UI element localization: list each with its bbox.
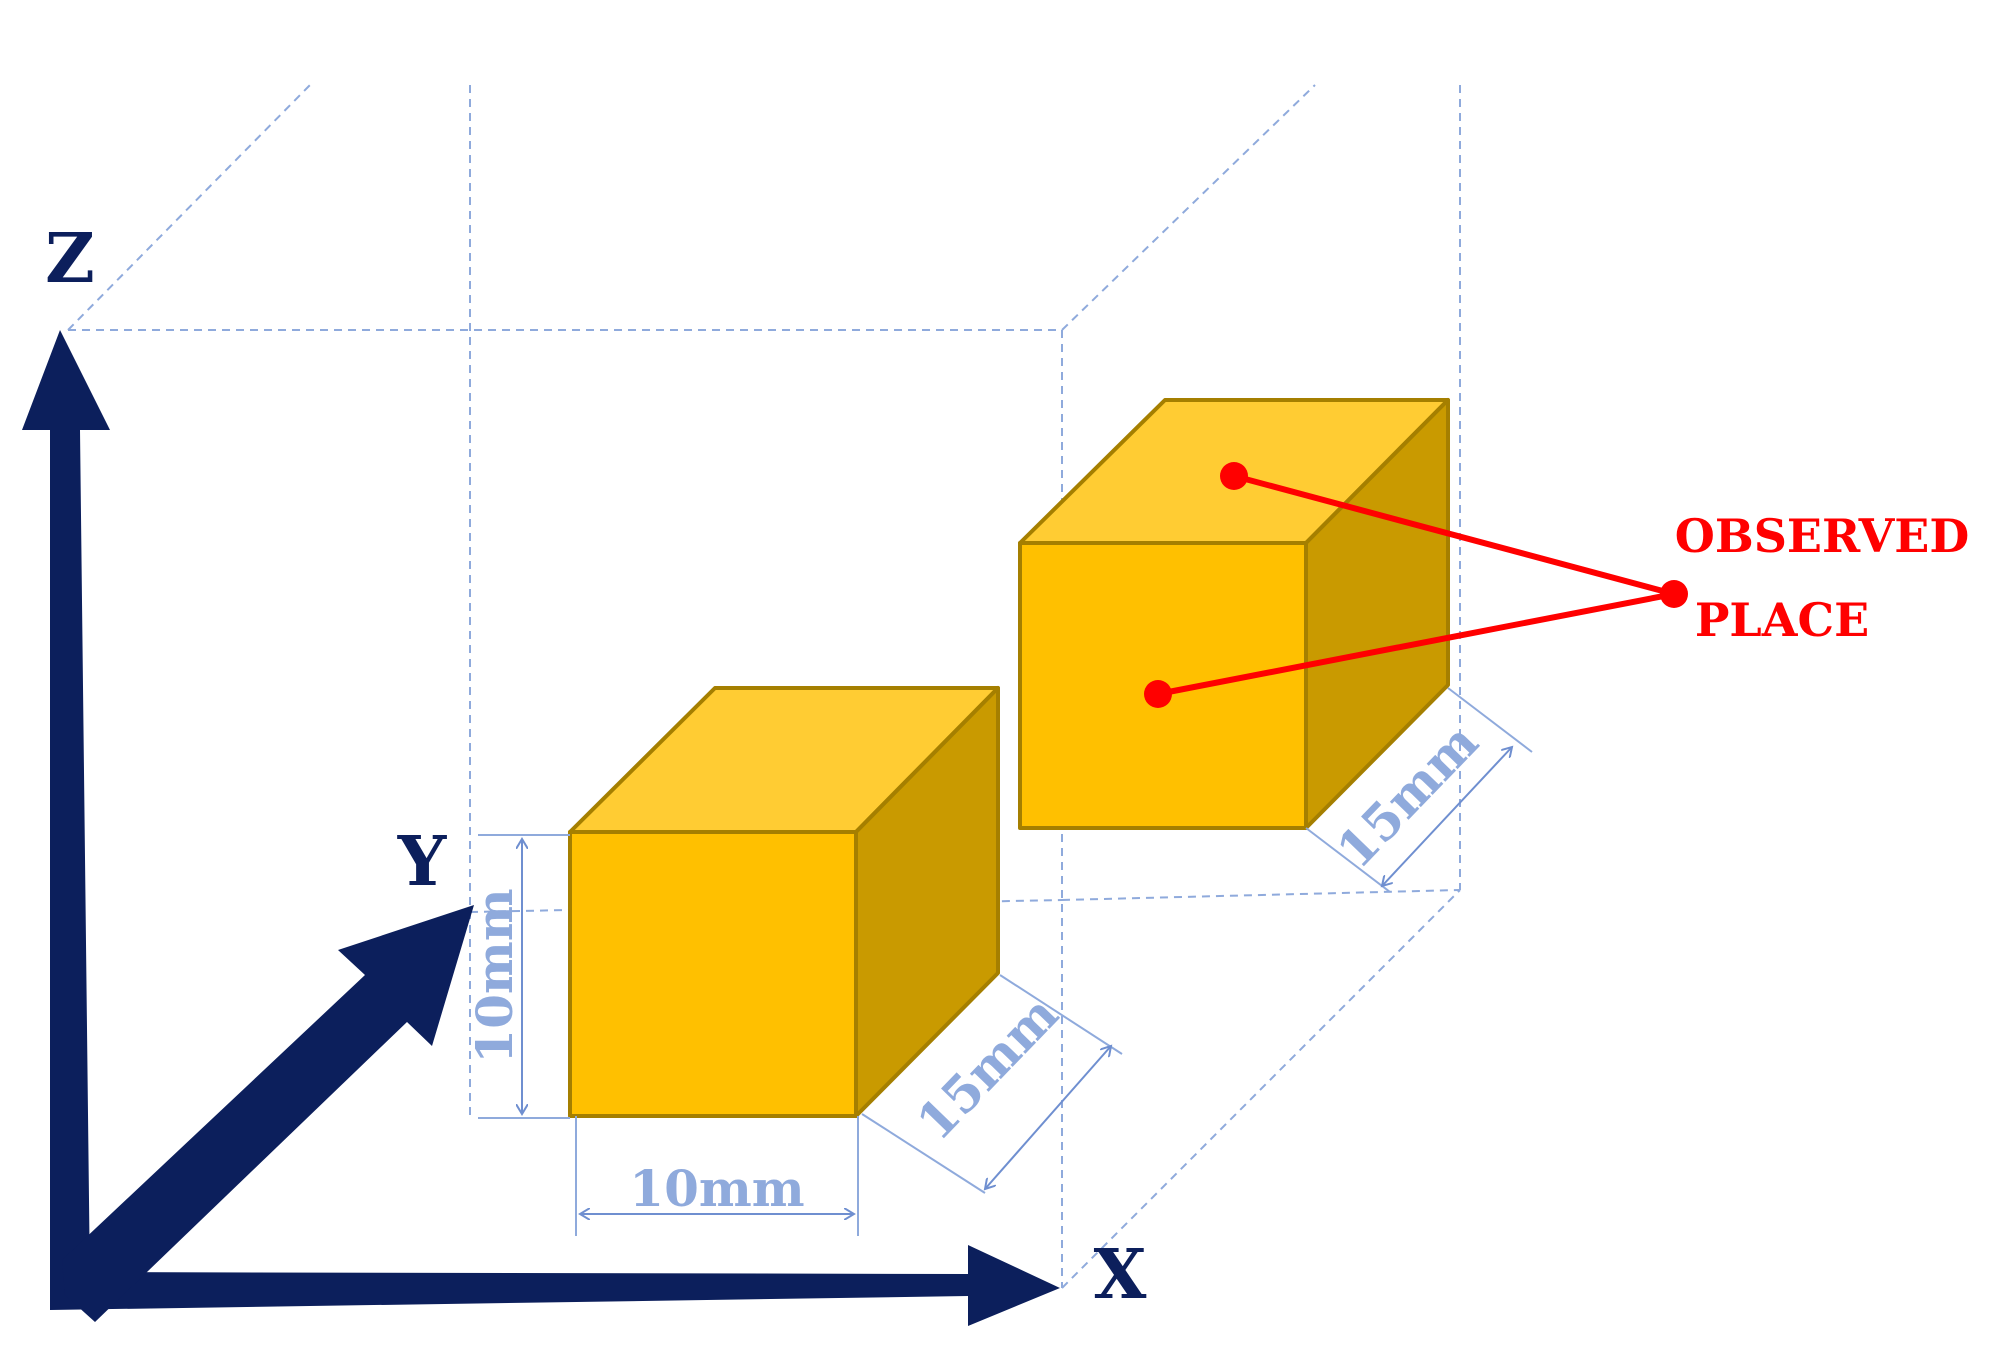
z-axis-label: Z <box>45 219 95 299</box>
x-axis-arrow <box>50 1245 1060 1326</box>
y-axis-label: Y <box>397 822 448 902</box>
observed-point-front <box>1144 680 1172 708</box>
y-axis-arrow <box>62 905 474 1322</box>
x-axis-label: X <box>1094 1235 1147 1315</box>
axes <box>22 330 1060 1326</box>
block-front <box>568 686 1000 1118</box>
block-front-front-face <box>568 830 858 1118</box>
dimension-width: 10mm <box>575 1116 859 1236</box>
annotation-anchor-dot <box>1660 580 1688 608</box>
dimension-height: 10mm <box>465 834 570 1119</box>
width-label: 10mm <box>629 1159 804 1218</box>
observed-label-line1: OBSERVED <box>1675 509 1969 563</box>
height-label: 10mm <box>465 888 524 1063</box>
observed-place-annotation: OBSERVED PLACE <box>1144 462 1969 708</box>
observed-point-top <box>1220 462 1248 490</box>
observed-label-line2: PLACE <box>1695 593 1869 647</box>
z-axis-arrow <box>22 330 110 1285</box>
